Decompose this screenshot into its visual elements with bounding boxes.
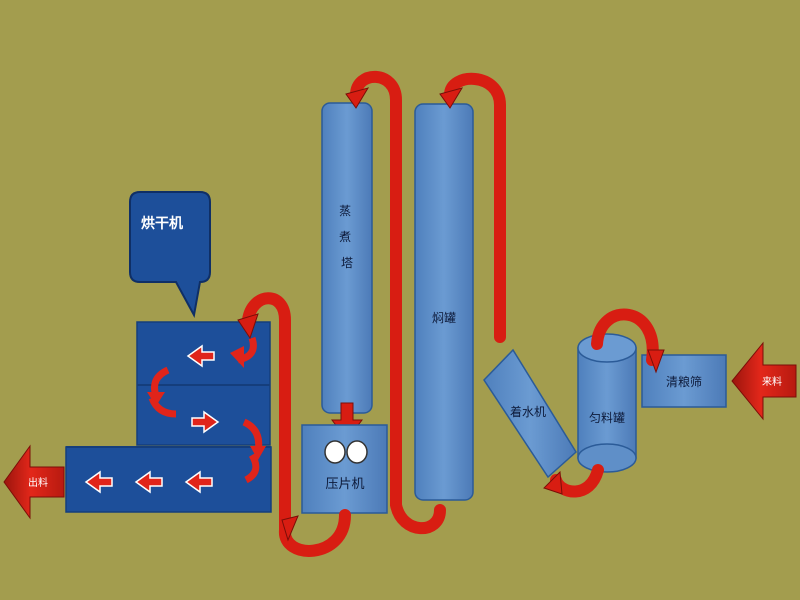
- stew-to-tower-arrow: [350, 70, 446, 535]
- mix-tank-loop-arrow: [591, 308, 659, 366]
- press-machine: 压片机: [301, 424, 388, 514]
- water-machine: 着水机: [483, 348, 577, 479]
- mix-tank-label: 匀料罐: [589, 411, 625, 425]
- output-arrow: 出料: [3, 444, 65, 520]
- output-label: 出料: [28, 476, 48, 489]
- input-label: 来料: [762, 375, 782, 388]
- dryer-label: 烘干机: [141, 215, 183, 232]
- roller-left-icon: [324, 440, 346, 464]
- dryer-label-bubble: 烘干机: [129, 191, 211, 318]
- steam-tower: 蒸 煮 塔: [321, 102, 373, 414]
- water-to-stew-arrow: [444, 72, 506, 343]
- dryer-unit: [65, 321, 272, 513]
- cleaning-screen-label: 清粮筛: [666, 374, 702, 389]
- roller-right-icon: [346, 440, 368, 464]
- steam-tower-label: 蒸 煮 塔: [339, 204, 355, 270]
- mix-to-water-arrow: [550, 464, 604, 498]
- dryer-internal-arrows: [84, 344, 220, 494]
- stew-tank-label: 焖罐: [432, 310, 456, 325]
- input-arrow: 来料: [731, 341, 797, 421]
- mix-tank: 匀料罐: [577, 333, 637, 473]
- flow-arrow-heads: [237, 87, 665, 542]
- press-label: 压片机: [325, 477, 364, 492]
- stew-tank: 焖罐: [414, 103, 474, 501]
- water-machine-label: 着水机: [510, 404, 546, 419]
